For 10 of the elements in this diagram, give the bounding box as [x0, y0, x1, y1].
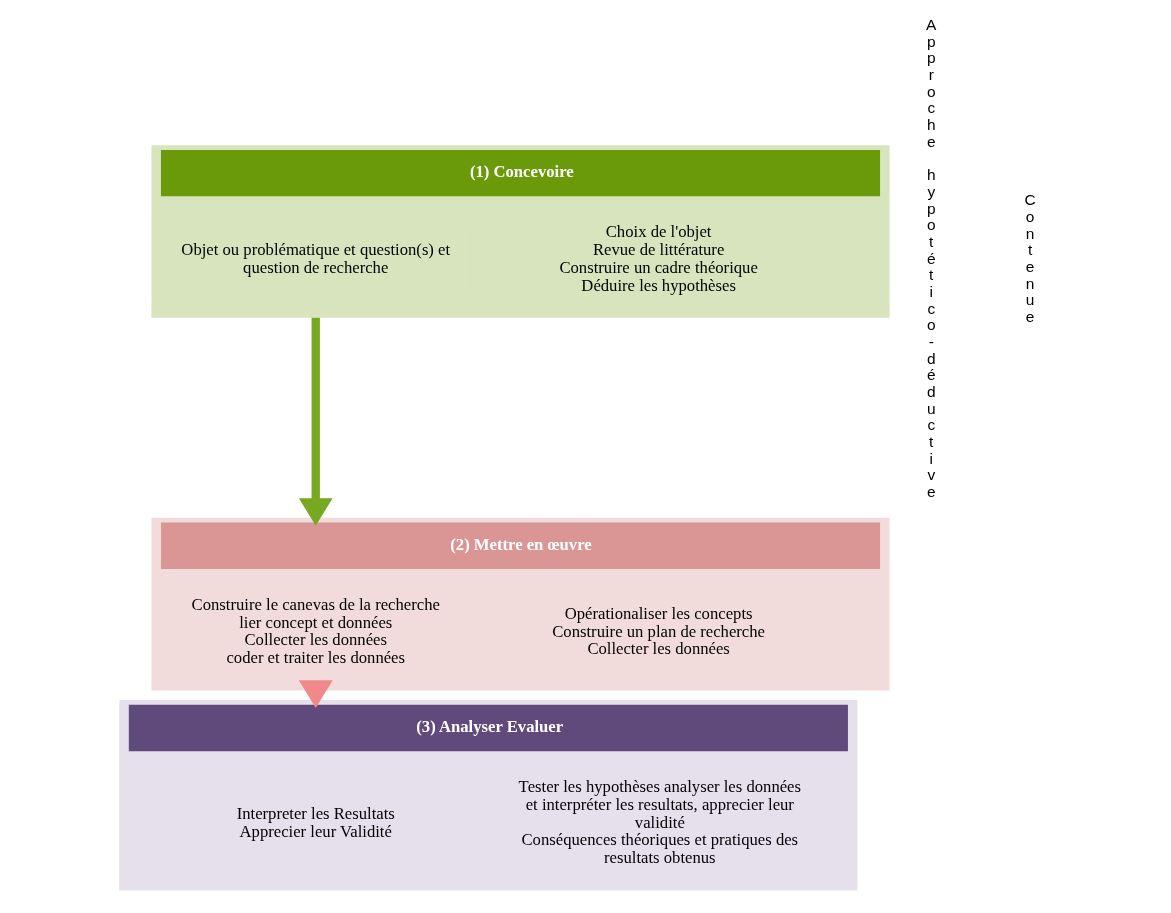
node-text: Construire le canevas de la recherche lier concept et données Collecter les données coder et traiter les données	[191, 594, 440, 668]
label: Contenue	[1024, 191, 1036, 325]
node-text: Objet ou problématique et question(s) et question de recherche	[180, 239, 450, 277]
node-text: Opérationaliser les concepts Construire un plan de recherche Collecter les données	[551, 603, 765, 659]
node-text: Choix de l'objet Revue de littérature Construire un cadre théorique Déduire les hypothèses	[558, 222, 758, 295]
node-text: Interpreter les Resultats Apprecier leur Validité	[236, 803, 395, 841]
arrow	[298, 317, 333, 526]
arrow	[298, 680, 333, 708]
node-text: Tester les hypothèses analyser les données et interpréter les resultats, apprecier leur validité Conséquences théoriques et pratiques des resultats obtenus	[518, 776, 801, 868]
label: Approche hypotético-déductive	[925, 16, 936, 500]
